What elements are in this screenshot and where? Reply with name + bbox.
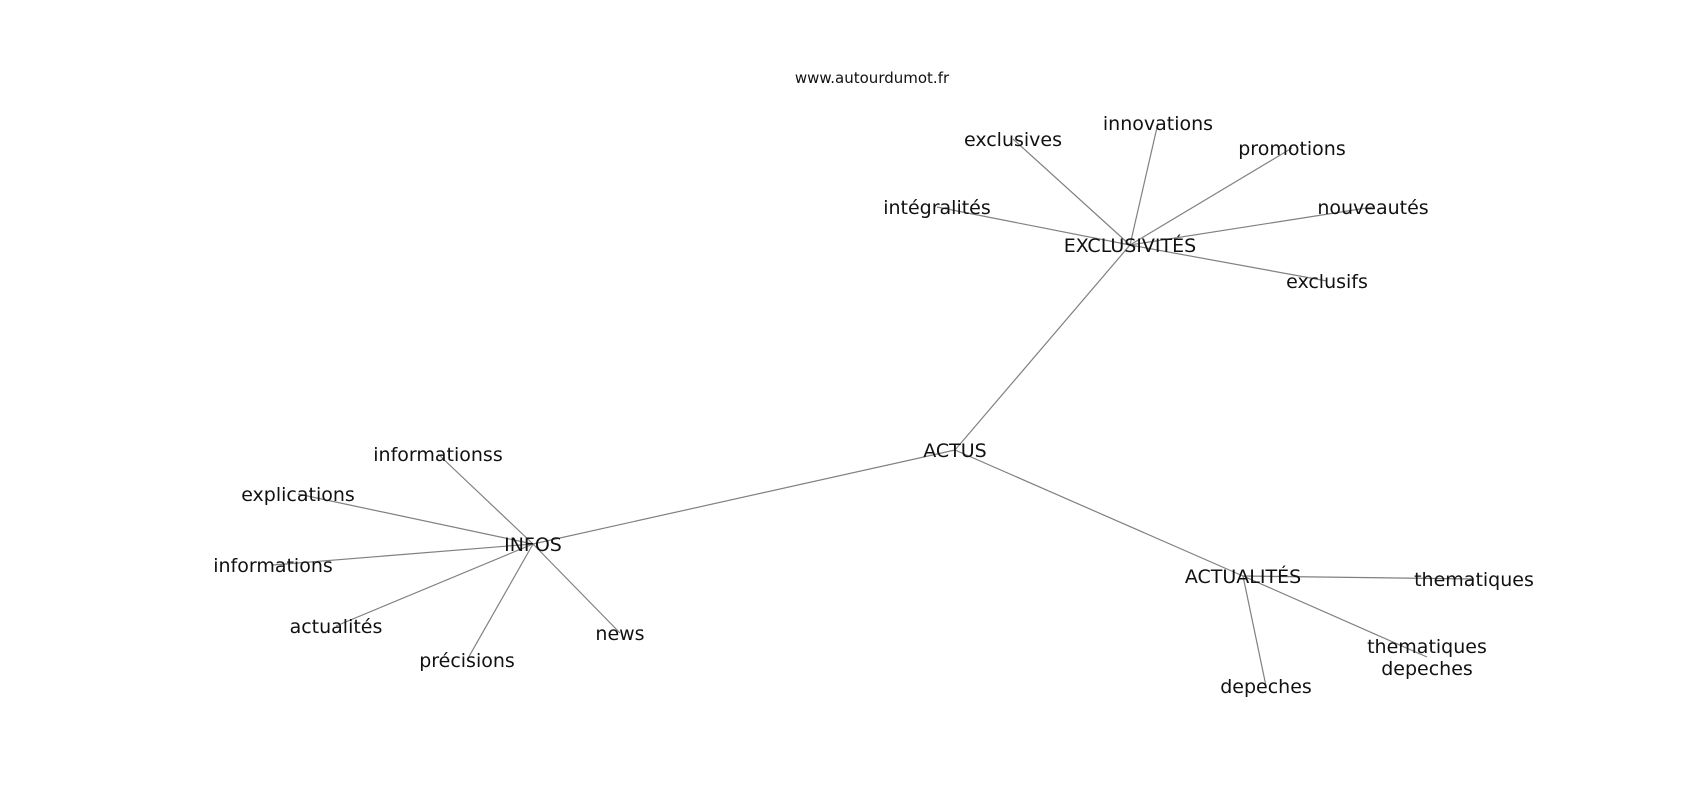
leaf-node-promotions: promotions: [1238, 138, 1346, 160]
edge-actus-exclusivites: [954, 244, 1131, 451]
leaf-node-explications: explications: [241, 484, 355, 506]
leaf-node-exclusifs: exclusifs: [1286, 271, 1368, 293]
leaf-node-innovations: innovations: [1103, 113, 1213, 135]
leaf-node-informations: informations: [213, 555, 333, 577]
group-node-actualites: ACTUALITÉS: [1185, 565, 1301, 588]
leaf-node-precisions: précisions: [419, 650, 515, 672]
leaf-node-thematiques: thematiques: [1414, 569, 1534, 591]
leaf-node-integralites: intégralités: [883, 197, 991, 219]
node-labels: ACTUS EXCLUSIVITÉS exclusives innovations pr…: [213, 113, 1534, 698]
leaf-node-actualites: actualités: [290, 616, 383, 638]
root-node-label: ACTUS: [923, 440, 987, 462]
leaf-node-nouveautes: nouveautés: [1317, 197, 1428, 219]
group-node-infos: INFOS: [504, 534, 562, 556]
edge-exclusivites-promotions: [1129, 147, 1293, 246]
source-credit: www.autourdumot.fr: [795, 69, 950, 87]
edge-actus-infos: [532, 449, 956, 545]
group-node-exclusivites: EXCLUSIVITÉS: [1064, 234, 1196, 257]
edge-exclusivites-innovations: [1129, 122, 1159, 246]
edge-infos-actualites: [335, 543, 534, 627]
edge-infos-informations: [272, 543, 534, 566]
edge-exclusivites-exclusives: [1012, 138, 1131, 246]
edge-actus-actualites: [954, 449, 1244, 577]
edge-exclusivites-integralites: [936, 206, 1131, 246]
edge-exclusivites-nouveautes: [1129, 206, 1374, 246]
edge-actualites-thematiques: [1242, 575, 1475, 580]
edge-exclusivites-exclusifs: [1129, 244, 1328, 282]
leaf-node-exclusives: exclusives: [964, 129, 1062, 151]
leaf-node-news: news: [595, 623, 644, 645]
edge-infos-informationss: [437, 453, 534, 545]
leaf-node-informationss: informationss: [373, 444, 502, 466]
edge-infos-explications: [297, 493, 534, 545]
edges: [272, 122, 1475, 687]
edge-actualites-depeches: [1242, 575, 1267, 687]
leaf-node-depeches: depeches: [1220, 676, 1312, 698]
edge-infos-news: [532, 543, 621, 634]
edge-infos-precisions: [466, 543, 534, 661]
edge-actualites-thematiques-depeches: [1242, 575, 1428, 658]
